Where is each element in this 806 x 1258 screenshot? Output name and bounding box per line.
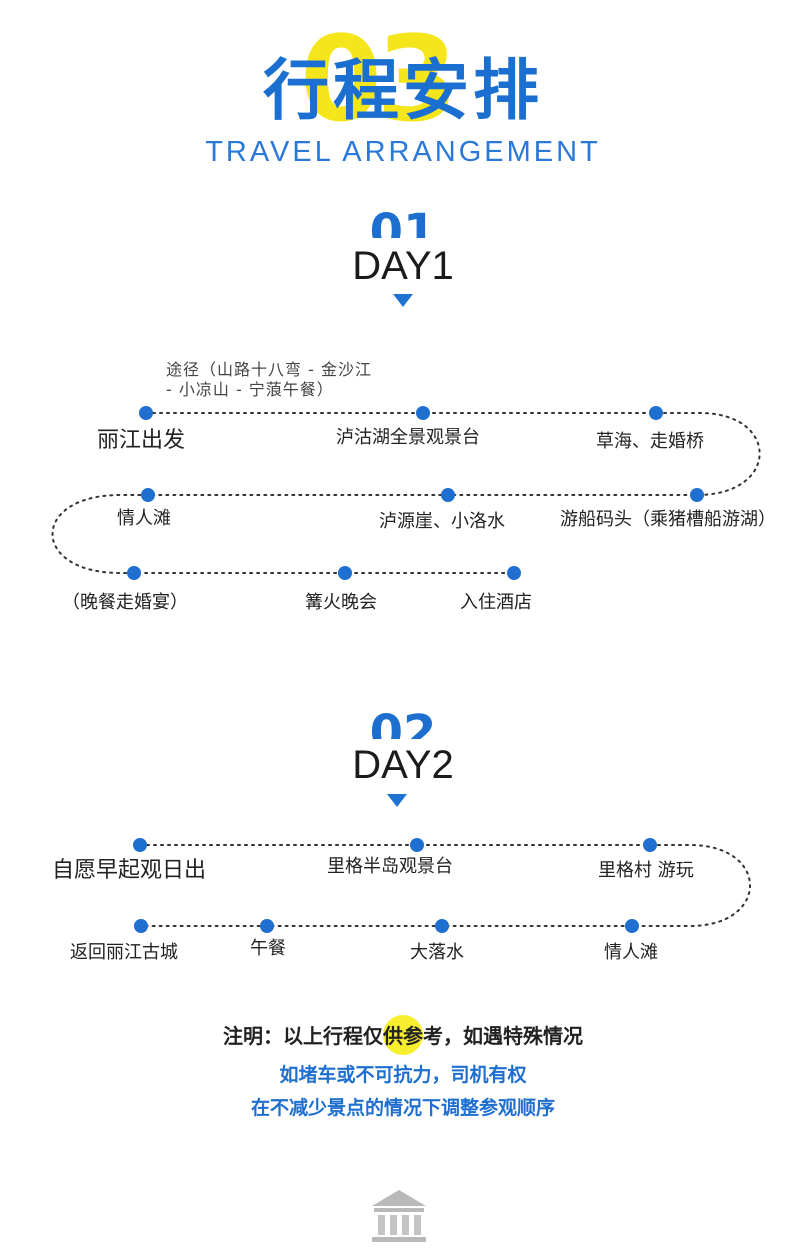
day1-dot (141, 488, 155, 502)
day1-stop-label: 泸沽湖全景观景台 (336, 427, 480, 448)
page-title: 行程安排 (263, 52, 543, 129)
day1-dot (507, 566, 521, 580)
note-line-2: 如堵车或不可抗力，司机有权 (279, 1064, 527, 1086)
day1-via-line2: - 小凉山 - 宁蒗午餐） (166, 380, 334, 399)
day2-stop-label: 里格村 游玩 (598, 860, 694, 881)
day2-dot (134, 919, 148, 933)
day2-label: DAY2 (352, 743, 454, 787)
day1-stop-label: 情人滩 (117, 508, 171, 529)
note-highlight-circle (383, 1015, 423, 1055)
day1-dot (139, 406, 153, 420)
day1-dot (338, 566, 352, 580)
day1-stop-label: 游船码头（乘猪槽船游湖） (560, 509, 776, 530)
day1-down-arrow-icon (393, 294, 413, 307)
day2-stop-label: 返回丽江古城 (70, 942, 178, 963)
day1-dot (416, 406, 430, 420)
note-line-1: 注明：以上行程仅供参考，如遇特殊情况 (223, 1024, 583, 1048)
day2-dot (410, 838, 424, 852)
day1-stop-label: （晚餐走婚宴） (62, 592, 188, 613)
day2-down-arrow-icon (387, 794, 407, 807)
day2-route-line (139, 844, 751, 927)
day1-dot (690, 488, 704, 502)
day2-stop-label: 大落水 (410, 942, 464, 963)
day2-dot (260, 919, 274, 933)
day2-dot (625, 919, 639, 933)
note-line-3: 在不减少景点的情况下调整参观顺序 (250, 1097, 555, 1119)
day2-stop-label: 午餐 (250, 938, 286, 959)
day2-stop-label: 里格半岛观景台 (327, 856, 453, 877)
day1-dot (649, 406, 663, 420)
page-subtitle: TRAVEL ARRANGEMENT (205, 136, 601, 168)
header-background-number: 03 (300, 10, 458, 148)
day1-stop-label: 丽江出发 (97, 428, 186, 453)
day1-stop-label: 篝火晚会 (305, 592, 377, 613)
day2-stop-label: 自愿早起观日出 (52, 858, 207, 883)
day1-dot (127, 566, 141, 580)
day2-number: 02 (369, 709, 437, 739)
day1-number: 01 (369, 208, 437, 238)
day1-stop-label: 草海、走婚桥 (596, 431, 704, 452)
day1-route-line (51, 412, 761, 574)
day1-stop-label: 泸源崖、小洛水 (379, 511, 505, 532)
day1-dot (441, 488, 455, 502)
day2-dot (133, 838, 147, 852)
day2-dot (643, 838, 657, 852)
day1-via-line1: 途径（山路十八弯 - 金沙江 (166, 360, 372, 379)
day2-dot (435, 919, 449, 933)
building-icon (372, 1190, 426, 1242)
day1-label: DAY1 (352, 244, 454, 288)
day1-stop-label: 入住酒店 (460, 592, 532, 613)
day2-stop-label: 情人滩 (604, 942, 658, 963)
